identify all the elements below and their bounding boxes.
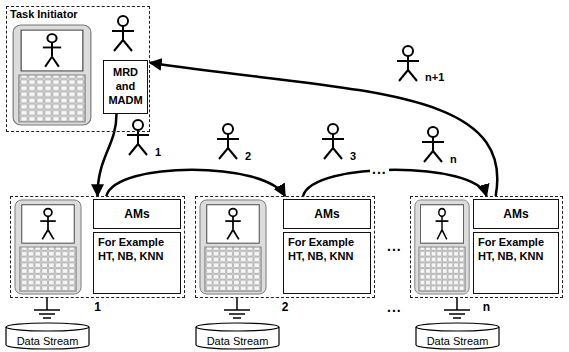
ground-symbol [224,298,250,318]
agent-icon [123,118,153,158]
process-box: MRD and MADM [103,60,148,114]
agent-icon [108,14,138,54]
agent-number: 3 [350,150,356,162]
ground-symbol [34,298,60,318]
data-store: Data Stream [5,322,90,350]
phone-icon [200,200,266,294]
agent-number: 2 [245,150,251,162]
node-text: AMs [503,207,528,221]
agent-icon [393,44,423,84]
flow-arrow [98,114,117,196]
agent-icon [213,122,243,162]
algorithm-box: For Example HT, NB, KNN [283,232,371,294]
flow-arrow [303,170,487,196]
ellipsis: ... [385,299,404,315]
phone-icon [15,200,81,294]
data-store: Data Stream [415,322,500,350]
device-number: 1 [11,300,184,314]
device-number: n [411,300,562,314]
agent-number: 1 [155,146,161,158]
process-box: AMs [473,199,559,229]
ground-symbol [444,298,470,318]
node-text: AMs [314,207,339,221]
mobile-device: 1AMsFor Example HT, NB, KNN [10,196,185,298]
algorithm-box: For Example HT, NB, KNN [93,232,181,294]
node-text: MRD and MADM [106,66,145,107]
node-text: For Example HT, NB, KNN [288,236,366,264]
mobile-device: 2AMsFor Example HT, NB, KNN [195,196,375,298]
node-text: For Example HT, NB, KNN [98,236,176,264]
mobile-device: nAMsFor Example HT, NB, KNN [410,196,563,298]
data-store: Data Stream [195,322,280,350]
device-number: 2 [196,300,374,314]
node-text: For Example HT, NB, KNN [478,236,554,264]
node-text: Data Stream [207,335,269,347]
agent-icon [318,122,348,162]
flow-arrow [150,63,497,196]
phone-icon [13,25,91,125]
node-text: Data Stream [427,335,489,347]
agent-number: n [450,153,457,165]
group-heading: Task Initiator [10,8,78,20]
ellipsis: ... [385,238,404,254]
process-box: AMs [283,199,371,229]
process-box: AMs [93,199,181,229]
node-text: AMs [124,207,149,221]
ellipsis: ... [370,161,389,177]
agent-icon [418,125,448,165]
node-text: Data Stream [17,335,79,347]
algorithm-box: For Example HT, NB, KNN [473,232,559,294]
flow-arrow [106,170,285,196]
agent-number: n+1 [425,71,444,83]
initiator-device: Task InitiatorMRD and MADM [6,6,150,132]
phone-icon [415,200,469,294]
